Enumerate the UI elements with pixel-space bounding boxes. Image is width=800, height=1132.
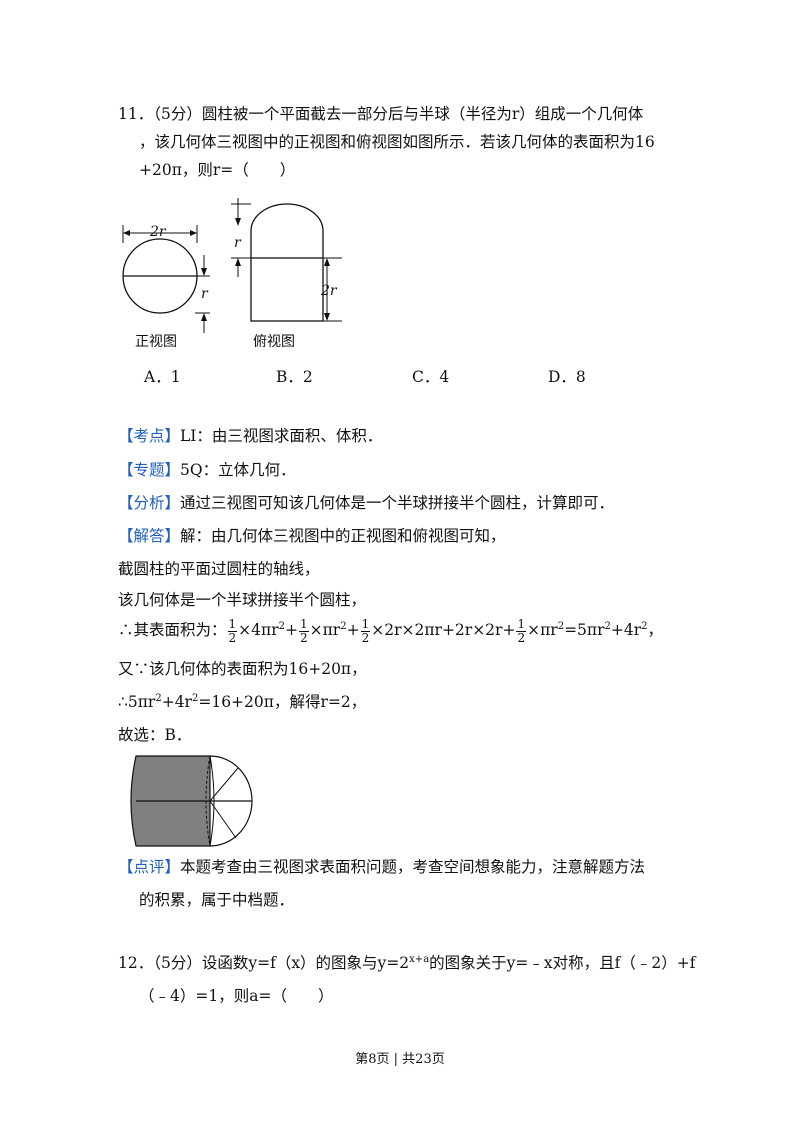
option-d: D．8 xyxy=(548,368,586,386)
top-dim-r: r xyxy=(234,235,242,251)
fenxi-tag: 【分析】 xyxy=(118,494,181,512)
option-b: B．2 xyxy=(276,368,313,386)
q11-line1: 11．（5分）圆柱被一个平面截去一部分后与半球（半径为r）组成一个几何体 xyxy=(118,105,644,123)
solution-answer: 故选：B． xyxy=(118,726,192,744)
top-dim-2r: 2r xyxy=(320,283,338,299)
solution-step3: 又∵该几何体的表面积为16+20π， xyxy=(118,660,367,678)
kaodian-line: 【考点】LI：由三视图求面积、体积． xyxy=(118,425,382,447)
jieda-text: 解：由几何体三视图中的正视图和俯视图可知， xyxy=(180,527,506,545)
front-dim-2r: 2r xyxy=(149,224,167,240)
zhuanti-tag: 【专题】 xyxy=(118,461,181,479)
dianping-line2: 的积累，属于中档题． xyxy=(139,891,295,909)
top-view-caption: 俯视图 xyxy=(253,334,295,350)
page-footer: 第8页 | 共23页 xyxy=(355,1052,445,1067)
q11-line2: ，该几何体三视图中的正视图和俯视图如图所示．若该几何体的表面积为16 xyxy=(139,133,655,151)
q12-line2: （﹣4）=1，则a=（ ） xyxy=(139,987,334,1005)
solid-figure xyxy=(130,755,253,847)
q11-line3: +20π，则r=（ ） xyxy=(139,161,296,179)
fenxi-text: 通过三视图可知该几何体是一个半球拼接半个圆柱，计算即可． xyxy=(180,494,615,512)
fenxi-line: 【分析】通过三视图可知该几何体是一个半球拼接半个圆柱，计算即可． xyxy=(118,492,614,514)
solution-step2: 该几何体是一个半球拼接半个圆柱， xyxy=(118,591,367,609)
q12-line1: 12．（5分）设函数y=f（x）的图象与y=2x+a的图象关于y=﹣x对称，且f… xyxy=(118,953,696,972)
kaodian-text: LI：由三视图求面积、体积． xyxy=(180,427,383,445)
option-a: A．1 xyxy=(144,368,181,386)
zhuanti-line: 【专题】5Q：立体几何． xyxy=(118,459,296,481)
dianping-tag: 【点评】 xyxy=(118,858,181,876)
dianping-text: 本题考查由三视图求表面积问题，考查空间想象能力，注意解题方法 xyxy=(180,858,646,876)
solution-step4: ∴5πr2+4r2=16+20π，解得r=2， xyxy=(118,692,367,711)
solution-step1: 截圆柱的平面过圆柱的轴线， xyxy=(118,560,320,578)
front-dim-r: r xyxy=(201,286,209,302)
front-view: 2r r xyxy=(122,224,210,333)
jieda-tag: 【解答】 xyxy=(118,527,181,545)
jieda-line: 【解答】解：由几何体三视图中的正视图和俯视图可知， xyxy=(118,525,506,547)
dianping-line1: 【点评】本题考查由三视图求表面积问题，考查空间想象能力，注意解题方法 xyxy=(118,856,645,878)
front-view-caption: 正视图 xyxy=(135,334,177,350)
kaodian-tag: 【考点】 xyxy=(118,427,181,445)
zhuanti-text: 5Q：立体几何． xyxy=(180,461,296,479)
option-c: C．4 xyxy=(412,368,450,386)
top-view: r 2r xyxy=(231,198,342,322)
three-view-figure: 2r r r 2r 正视图 俯视图 xyxy=(122,198,342,350)
